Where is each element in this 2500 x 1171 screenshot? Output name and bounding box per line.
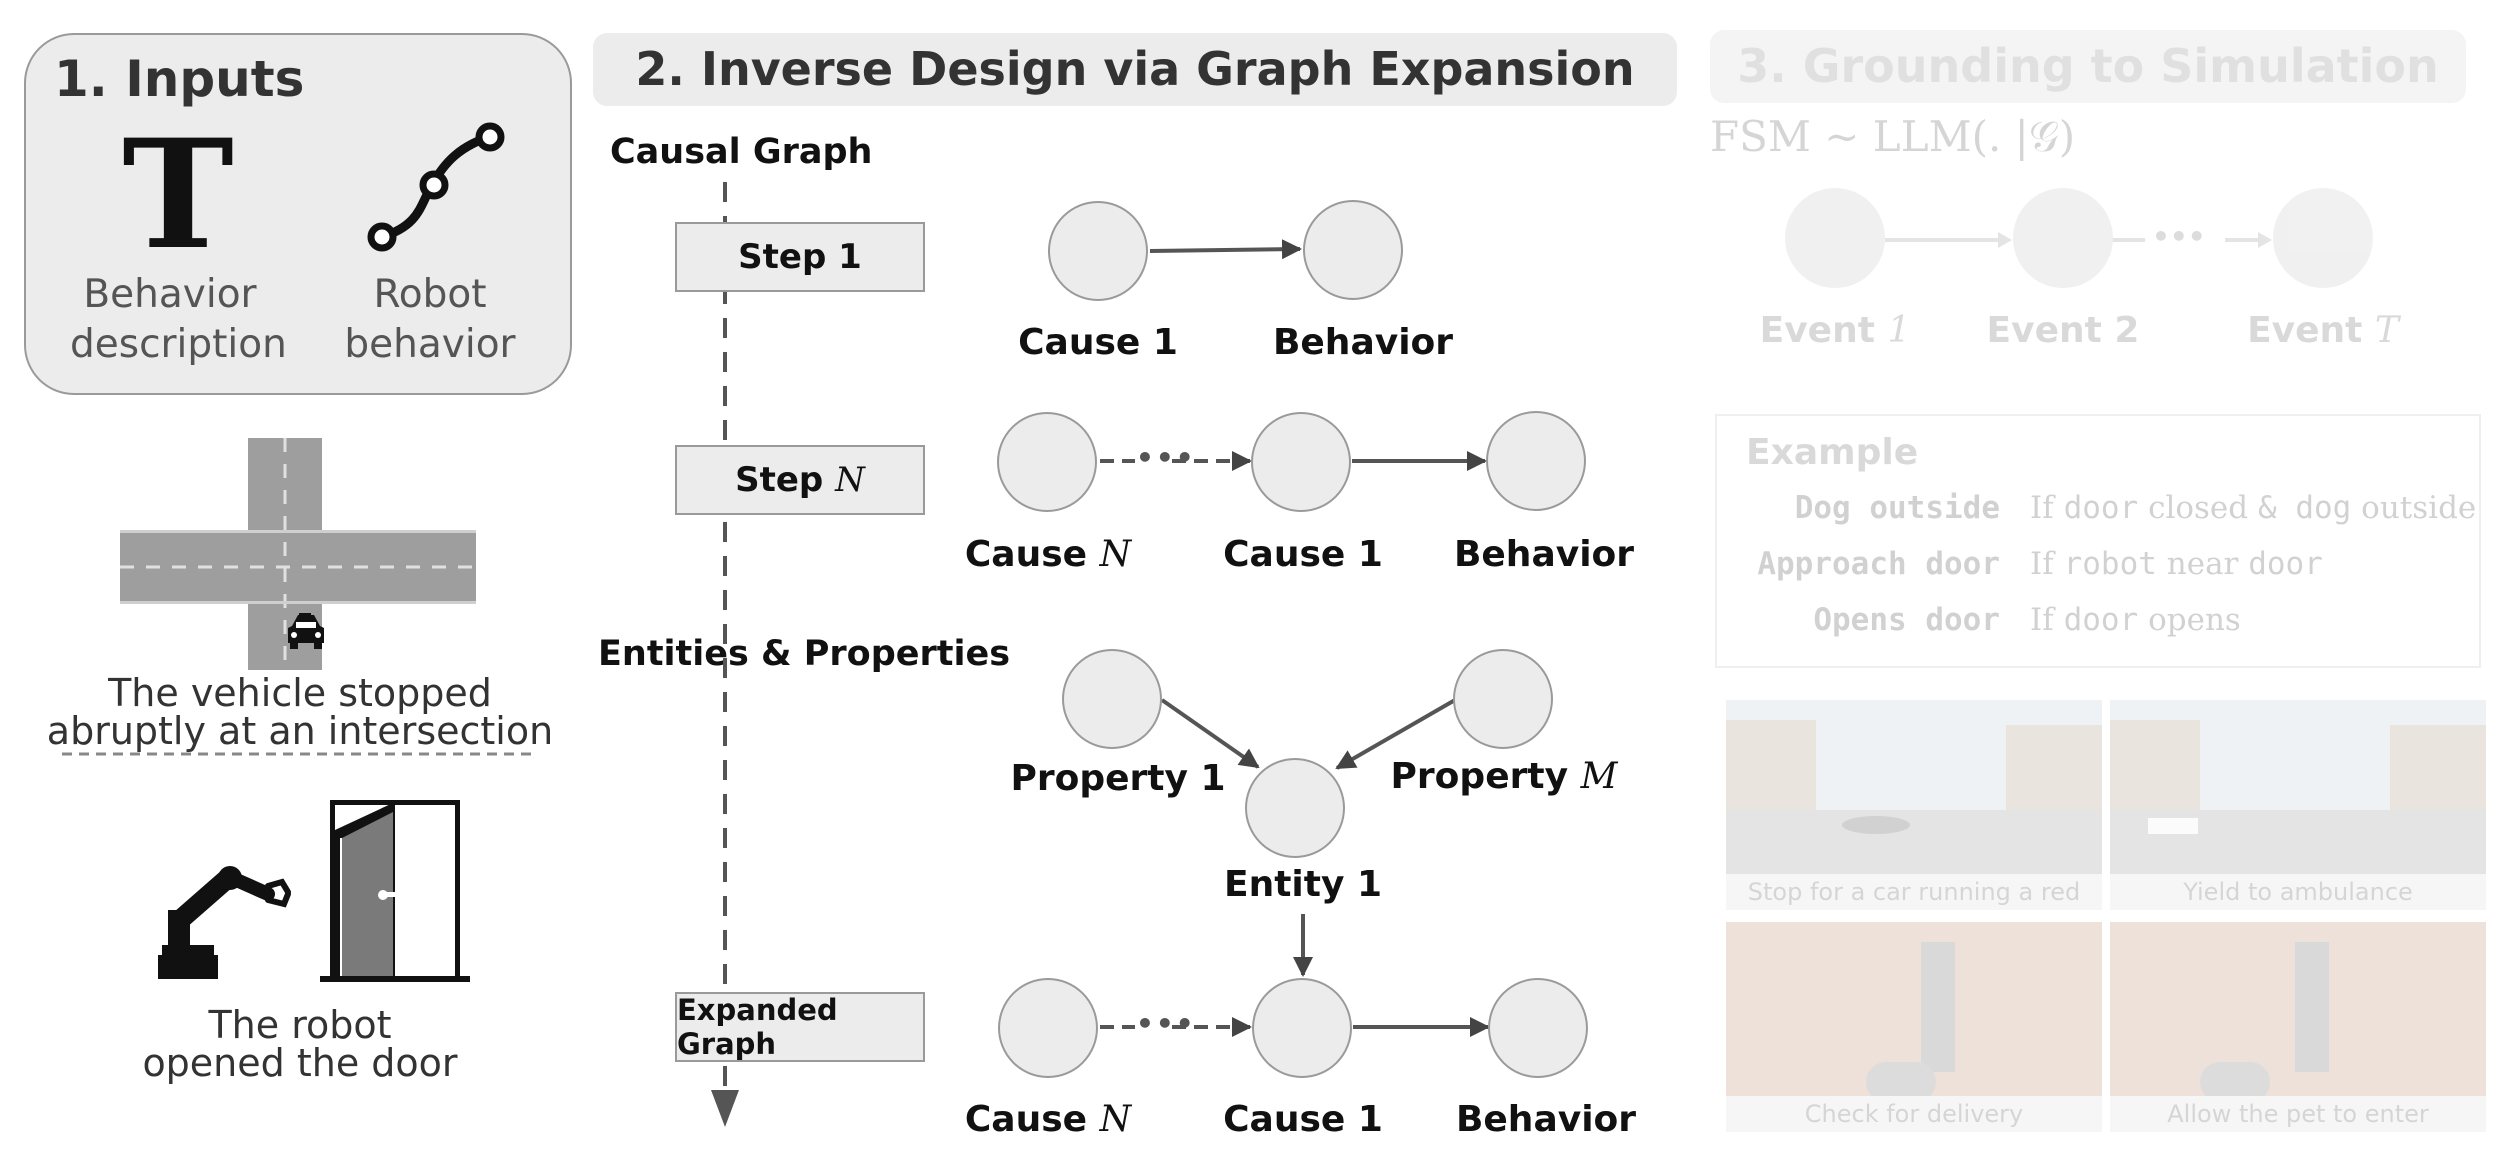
fsm-formula: FSM ∼ LLM(. |𝒢)	[1710, 112, 2076, 161]
scene-caption: Yield to ambulance	[2110, 874, 2486, 910]
label-behavior: Behavior	[1455, 1099, 1637, 1140]
label-cause-n: Cause N	[964, 1099, 1132, 1140]
vehicle-caption: The vehicle stopped abruptly at an inter…	[46, 671, 554, 753]
event-1-node	[1785, 188, 1885, 288]
trajectory-icon	[367, 122, 505, 252]
ellipsis-stepN: •••	[1136, 441, 1196, 474]
scene-caption: Allow the pet to enter	[2110, 1096, 2486, 1132]
event-ellipsis: •••	[2152, 220, 2206, 253]
event-t-label: Event T	[2247, 310, 2399, 351]
label-cause-1: Cause 1	[1223, 1099, 1383, 1140]
node-entity-1	[1245, 758, 1345, 858]
scene-ambulance: Yield to ambulance	[2110, 700, 2486, 910]
step-1-box: Step 1	[675, 222, 925, 292]
robot-arm-door-icon	[158, 800, 470, 982]
node-behavior	[1488, 978, 1588, 1078]
node-property-1	[1062, 649, 1162, 749]
label-behavior: Behavior	[1453, 534, 1635, 575]
scene-delivery: Check for delivery	[1726, 922, 2102, 1132]
example-condition: If door opens	[2030, 602, 2241, 638]
street-scene-image	[1726, 700, 2102, 910]
label-entity-1: Entity 1	[1223, 864, 1383, 905]
example-event: Approach door	[1757, 546, 2000, 582]
node-property-m	[1453, 649, 1553, 749]
panel2-title: 2. Inverse Design via Graph Expansion	[635, 42, 1635, 96]
event-1-label: Event 1	[1759, 310, 1911, 351]
example-box	[1715, 414, 2481, 668]
label-property-1: Property 1	[1010, 758, 1226, 799]
robot-scene-image	[2110, 922, 2486, 1132]
event-edges	[1885, 232, 2272, 248]
causal-graph-label: Causal Graph	[610, 132, 873, 172]
intersection-taxi-icon	[120, 438, 476, 670]
scene-red-light: Stop for a car running a red light	[1726, 700, 2102, 910]
node-behavior	[1303, 200, 1403, 300]
step-n-box: Step N	[675, 445, 925, 515]
divider	[62, 752, 538, 756]
inputs-title: 1. Inputs	[54, 50, 305, 108]
panel3-grounding: 3. Grounding to Simulation FSM ∼ LLM(. |…	[1700, 0, 2500, 1171]
node-behavior	[1486, 411, 1586, 511]
robot-behavior-label: Robot behavior	[344, 272, 516, 367]
node-cause-n	[998, 978, 1098, 1078]
scene-pet: Allow the pet to enter	[2110, 922, 2486, 1132]
scene-caption: Check for delivery	[1726, 1096, 2102, 1132]
example-event: Dog outside	[1794, 490, 2000, 526]
behavior-description-label: Behavior description	[70, 272, 287, 367]
label-cause-1: Cause 1	[1018, 322, 1178, 363]
node-cause-1	[1048, 201, 1148, 301]
event-t-node	[2273, 188, 2373, 288]
entities-properties-label: Entities & Properties	[598, 634, 1011, 674]
scene-caption: Stop for a car running a red light	[1726, 874, 2102, 910]
panel3-header	[1710, 30, 2466, 103]
robot-caption: The robot opened the door	[142, 1003, 458, 1085]
label-cause-n: Cause N	[964, 534, 1132, 575]
label-property-m: Property M	[1390, 756, 1618, 797]
graph-edges	[711, 182, 1490, 1127]
expanded-graph-box: Expanded Graph	[675, 992, 925, 1062]
example-condition: If door closed & dog outside	[2030, 490, 2477, 526]
node-cause-1	[1252, 978, 1352, 1078]
text-T-icon: T	[122, 107, 234, 283]
node-cause-n	[997, 412, 1097, 512]
inputs-panel	[24, 33, 572, 395]
panel2-header	[593, 33, 1677, 106]
panel3-title: 3. Grounding to Simulation	[1737, 39, 2439, 93]
label-behavior: Behavior	[1272, 322, 1454, 363]
node-cause-1	[1251, 412, 1351, 512]
example-condition: If robot near door	[2030, 546, 2323, 582]
street-scene-image	[2110, 700, 2486, 910]
timeline-arrowhead	[711, 1090, 739, 1127]
event-2-node	[2013, 188, 2113, 288]
label-cause-1: Cause 1	[1223, 534, 1383, 575]
example-title: Example	[1746, 432, 1919, 473]
example-event: Opens door	[1813, 602, 2000, 638]
event-2-label: Event 2	[1986, 310, 2140, 351]
ellipsis-expanded: •••	[1136, 1007, 1196, 1040]
robot-scene-image	[1726, 922, 2102, 1132]
